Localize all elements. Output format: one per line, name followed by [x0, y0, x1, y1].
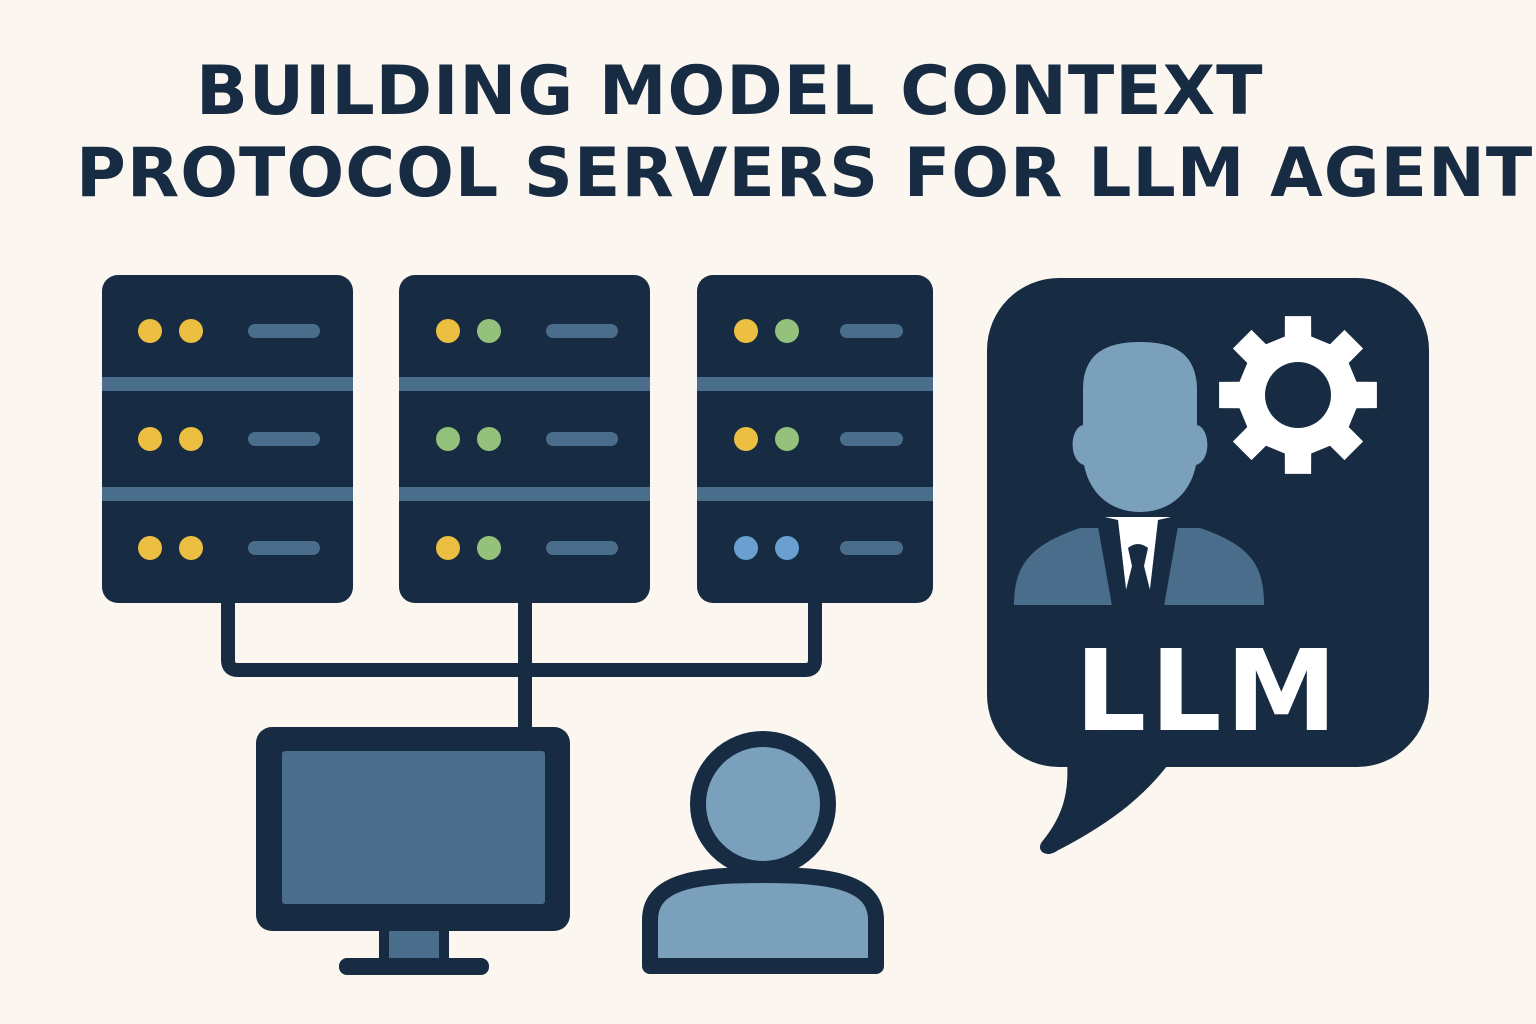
agent-tie — [1122, 566, 1154, 606]
agent-lapel-left — [1096, 515, 1128, 606]
user-icon — [642, 731, 884, 974]
server-rack-divider — [697, 487, 933, 501]
status-led-icon — [436, 536, 460, 560]
server-rack-divider — [399, 487, 650, 501]
monitor-stand-base — [339, 958, 489, 975]
connector-server-1 — [221, 598, 518, 677]
agent-lapel-right — [1148, 515, 1180, 606]
server-rack-body — [399, 275, 650, 603]
user-body — [642, 867, 884, 974]
server-rack-divider — [102, 377, 353, 391]
speech-bubble-tail — [1040, 732, 1181, 854]
status-led-icon — [734, 536, 758, 560]
gear-hole — [1265, 362, 1331, 428]
connector-server-3 — [518, 598, 822, 677]
status-led-icon — [477, 427, 501, 451]
drive-slot — [840, 324, 903, 338]
drive-slot — [840, 541, 903, 555]
server-rack-body — [697, 275, 933, 603]
status-led-icon — [138, 319, 162, 343]
status-led-icon — [138, 427, 162, 451]
server-rack-body — [102, 275, 353, 603]
server-connectors — [221, 598, 822, 740]
drive-slot — [248, 324, 320, 338]
server-rack-icon — [697, 275, 933, 603]
user-head — [690, 731, 836, 877]
server-rack-divider — [399, 377, 650, 391]
server-rack-icon — [399, 275, 650, 603]
status-led-icon — [775, 536, 799, 560]
drive-slot — [546, 324, 618, 338]
drive-slot — [546, 432, 618, 446]
status-led-icon — [775, 319, 799, 343]
drive-slot — [248, 432, 320, 446]
monitor-screen — [282, 751, 545, 904]
status-led-icon — [734, 427, 758, 451]
title-line-1: BUILDING MODEL CONTEXT — [196, 52, 1264, 131]
status-led-icon — [477, 536, 501, 560]
llm-agent-icon — [1014, 342, 1264, 606]
llm-label: LLM — [1075, 627, 1341, 757]
status-led-icon — [179, 427, 203, 451]
server-rack-divider — [697, 377, 933, 391]
status-led-icon — [436, 319, 460, 343]
status-led-icon — [734, 319, 758, 343]
agent-tie-knot — [1128, 544, 1148, 566]
drive-slot — [840, 432, 903, 446]
status-led-icon — [477, 319, 501, 343]
agent-head — [1072, 342, 1208, 512]
drive-slot — [248, 541, 320, 555]
server-rack-divider — [102, 487, 353, 501]
status-led-icon — [436, 427, 460, 451]
drive-slot — [546, 541, 618, 555]
status-led-icon — [138, 536, 162, 560]
monitor-icon — [256, 727, 570, 975]
speech-bubble-icon: LLM — [987, 278, 1429, 854]
server-rack-icon — [102, 275, 353, 603]
status-led-icon — [775, 427, 799, 451]
gear-icon — [1219, 316, 1377, 474]
status-led-icon — [179, 319, 203, 343]
status-led-icon — [179, 536, 203, 560]
title-line-2: PROTOCOL SERVERS FOR LLM AGENT — [76, 134, 1534, 213]
